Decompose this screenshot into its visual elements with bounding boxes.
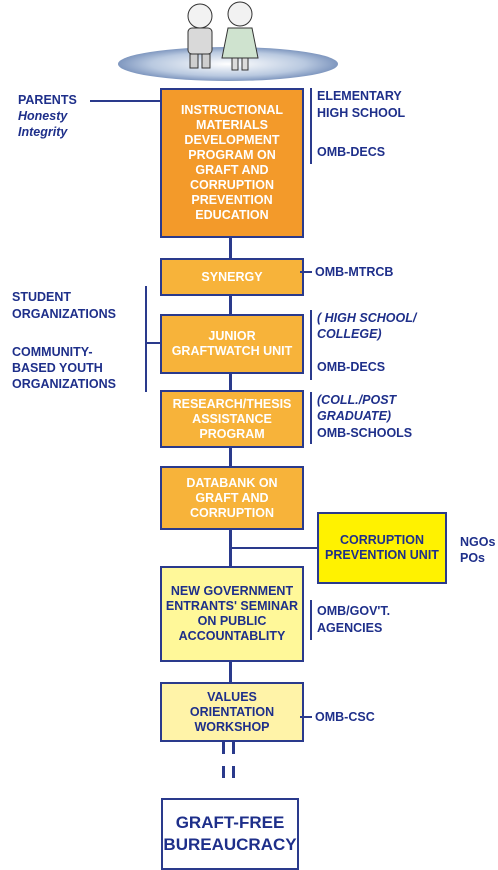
omb-schools-label: OMB-SCHOOLS: [317, 426, 413, 440]
elementary-label: ELEMENTARY: [317, 89, 402, 103]
coll-post-label-2: GRADUATE): [317, 409, 392, 423]
spine-line-5: [229, 530, 232, 566]
student-org-label-1: STUDENT: [12, 290, 72, 304]
omb-decs-2-label: OMB-DECS: [317, 360, 386, 374]
omb-csc-label: OMB-CSC: [315, 710, 375, 724]
jgu-right-bracket: [310, 310, 312, 380]
hs-college-label-2: COLLEGE): [317, 327, 382, 341]
values-box: VALUES ORIENTATION WORKSHOP: [160, 682, 304, 742]
children-on-globe-illustration-icon: [118, 1, 338, 81]
synergy-connector: [300, 271, 312, 273]
parents-label: PARENTS: [18, 93, 77, 107]
spine-line-1: [229, 238, 232, 258]
honesty-label: Honesty: [18, 109, 68, 123]
jgu-left-bracket: [145, 286, 147, 392]
synergy-box: SYNERGY: [160, 258, 304, 296]
spine-line-4: [229, 448, 232, 466]
ngentrants-right-bracket: [310, 600, 312, 640]
community-label-1: COMMUNITY-: [12, 345, 93, 359]
dash-right-1: [232, 742, 235, 754]
community-label-2: BASED YOUTH: [12, 361, 103, 375]
imdp-right-bracket: [310, 88, 312, 164]
jgu-box: JUNIOR GRAFTWATCH UNIT: [160, 314, 304, 374]
omb-decs-1-label: OMB-DECS: [317, 145, 386, 159]
parents-connector: [90, 100, 160, 102]
jgu-left-connector: [145, 342, 160, 344]
coll-post-label-1: (COLL./POST: [317, 393, 397, 407]
hs-college-label-1: ( HIGH SCHOOL/: [317, 311, 417, 325]
ngentrants-box: NEW GOVERNMENT ENTRANTS' SEMINAR ON PUBL…: [160, 566, 304, 662]
highschool-label: HIGH SCHOOL: [317, 106, 406, 120]
omb-govt-label-1: OMB/GOV'T.: [317, 604, 391, 618]
spine-line-6: [229, 662, 232, 682]
ngos-label: NGOs: [460, 535, 496, 549]
dash-left-1: [222, 742, 225, 754]
branch-cpu-line: [231, 547, 317, 549]
databank-box: DATABANK ON GRAFT AND CORRUPTION: [160, 466, 304, 530]
dash-left-2: [222, 766, 225, 778]
cpu-box: CORRUPTION PREVENTION UNIT: [317, 512, 447, 584]
integrity-label: Integrity: [18, 125, 68, 139]
dash-right-2: [232, 766, 235, 778]
spine-line-3: [229, 374, 232, 390]
pos-label: POs: [460, 551, 486, 565]
values-connector: [300, 716, 312, 718]
research-right-bracket: [310, 392, 312, 444]
spine-line-2: [229, 296, 232, 314]
imdp-box: INSTRUCTIONAL MATERIALS DEVELOPMENT PROG…: [160, 88, 304, 238]
student-org-label-2: ORGANIZATIONS: [12, 307, 116, 321]
omb-govt-label-2: AGENCIES: [317, 621, 383, 635]
graftfree-box: GRAFT-FREE BUREAUCRACY: [161, 798, 299, 870]
omb-mtrcb-label: OMB-MTRCB: [315, 265, 394, 279]
community-label-3: ORGANIZATIONS: [12, 377, 116, 391]
research-box: RESEARCH/THESIS ASSISTANCE PROGRAM: [160, 390, 304, 448]
